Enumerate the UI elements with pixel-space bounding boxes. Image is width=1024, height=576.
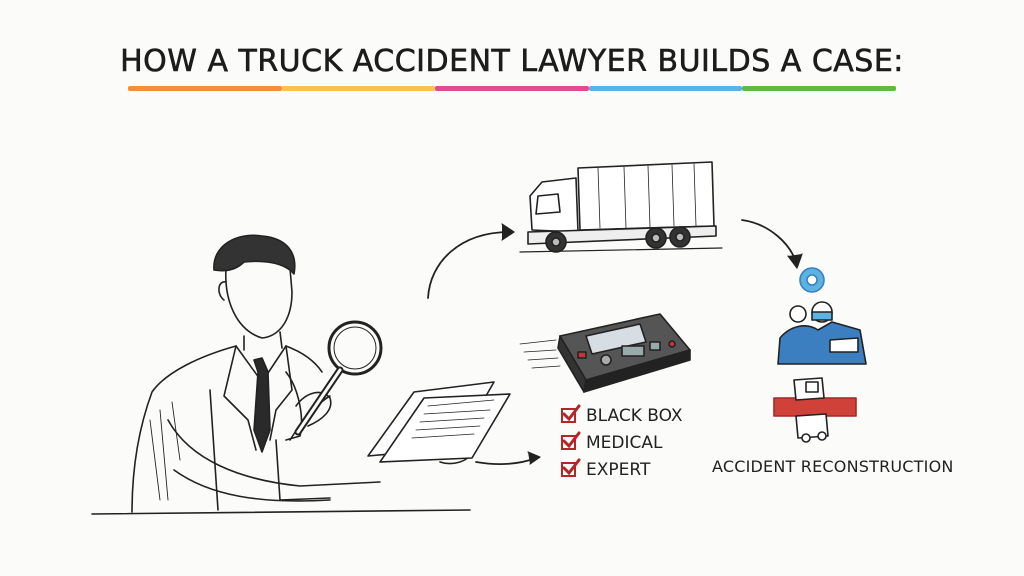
title-underline — [128, 86, 896, 91]
checklist-item-label: MEDICAL — [586, 432, 663, 453]
checklist-item-label: EXPERT — [586, 459, 651, 480]
ground-line — [91, 509, 471, 515]
page-title: HOW A TRUCK ACCIDENT LAWYER BUILDS A CAS… — [120, 44, 904, 80]
evidence-checklist: BLACK BOX MEDICAL EXPERT — [561, 402, 683, 483]
documents-icon — [367, 381, 511, 463]
underline-segment-pink — [435, 86, 589, 91]
underline-segment-orange — [128, 86, 282, 91]
magnifying-glass-icon — [294, 320, 383, 436]
underline-segment-yellow — [281, 86, 436, 91]
reconstruction-caption: ACCIDENT RECONSTRUCTION — [712, 457, 954, 476]
checklist-item: EXPERT — [561, 456, 683, 483]
truck-icon — [519, 161, 723, 253]
underline-segment-blue — [588, 86, 743, 91]
checklist-item: MEDICAL — [561, 429, 683, 456]
lawyer-figure — [131, 234, 473, 513]
underline-segment-green — [742, 86, 896, 91]
medical-staff-icon — [777, 267, 867, 365]
arrow-to-checklist — [475, 457, 537, 465]
black-box-device-icon — [519, 313, 691, 393]
checkbox-checked-icon — [561, 458, 581, 477]
collision-reconstruction-icon — [773, 377, 857, 443]
checklist-item: BLACK BOX — [561, 402, 683, 429]
checklist-item-label: BLACK BOX — [586, 405, 683, 426]
checkbox-checked-icon — [561, 431, 581, 450]
arrow-to-truck — [427, 231, 511, 299]
checkbox-checked-icon — [561, 404, 581, 423]
